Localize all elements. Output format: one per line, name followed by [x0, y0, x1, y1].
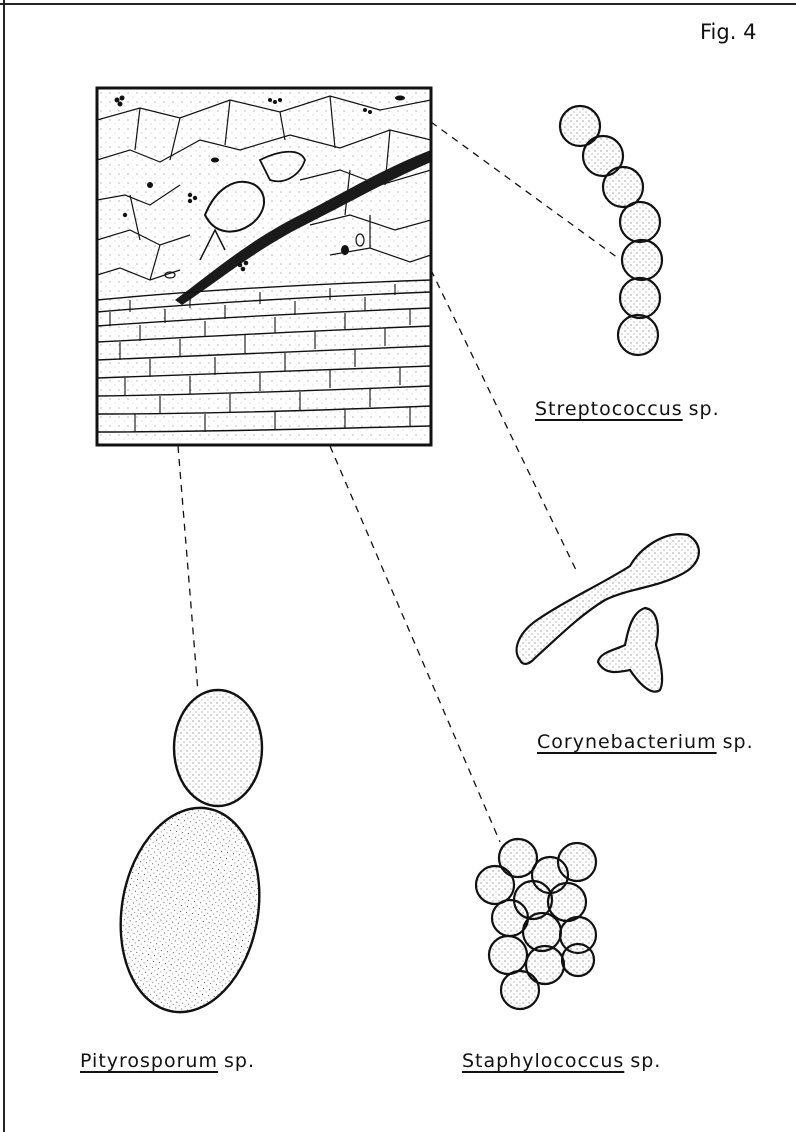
staphylococcus-drawing [476, 839, 596, 1009]
genus-name: Staphylococcus [462, 1050, 624, 1072]
leader-pityrosporum [178, 446, 198, 692]
species-abbrev: sp. [630, 1050, 661, 1072]
label-staphylococcus: Staphylococcus sp. [462, 1050, 661, 1072]
label-corynebacterium: Corynebacterium sp. [537, 731, 754, 753]
species-abbrev: sp. [689, 398, 720, 420]
species-abbrev: sp. [723, 731, 754, 753]
corynebacterium-drawing [517, 534, 699, 692]
label-pityrosporum: Pityrosporum sp. [80, 1050, 255, 1072]
genus-name: Pityrosporum [80, 1050, 218, 1072]
leader-staphylococcus [330, 446, 500, 842]
leader-corynebacterium [431, 270, 576, 570]
pityrosporum-drawing [105, 690, 275, 1023]
genus-name: Streptococcus [535, 398, 683, 420]
skin-tissue-section [97, 88, 431, 445]
genus-name: Corynebacterium [537, 731, 717, 753]
species-abbrev: sp. [224, 1050, 255, 1072]
label-streptococcus: Streptococcus sp. [535, 398, 720, 420]
streptococcus-drawing [560, 106, 662, 355]
